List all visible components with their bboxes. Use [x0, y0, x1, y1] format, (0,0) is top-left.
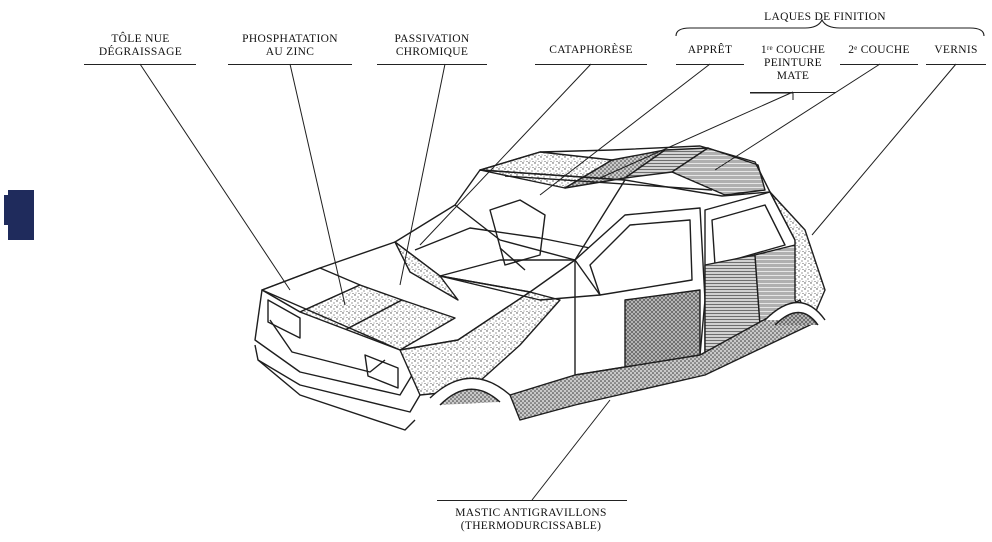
roof-outline — [479, 145, 771, 197]
leader-phosphatation — [289, 63, 346, 306]
leader-mastic — [531, 399, 611, 501]
leader-tole — [139, 63, 291, 291]
leader-passivation — [399, 63, 446, 286]
label-mastic-antigravillons: MASTIC ANTIGRAVILLONS(THERMODURCISSABLE) — [455, 507, 607, 532]
leader-vernis — [811, 63, 957, 236]
front-door-window — [589, 219, 693, 296]
leader-lines — [139, 63, 957, 501]
leader-deuxieme-couche — [714, 63, 881, 171]
headlight-right — [364, 354, 399, 389]
wheel-arch-front — [429, 377, 511, 399]
label-vernis: VERNIS — [934, 44, 978, 56]
bumper-lower — [257, 359, 416, 431]
leader-premiere-couche — [599, 91, 794, 179]
roof-zone-couche2-vernis — [671, 147, 766, 196]
interior-floor — [439, 259, 601, 301]
label-laques-de-finition: LAQUES DE FINITION — [764, 11, 886, 23]
fender-cataphorese — [399, 291, 561, 396]
steering-column — [499, 247, 526, 271]
hood-zone-passivation-strip — [394, 241, 459, 301]
label-deuxieme-couche: 2ᵉ COUCHE — [848, 44, 910, 56]
label-appret: APPRÊT — [687, 44, 733, 56]
laques-brace — [675, 18, 985, 37]
roof-rail — [504, 175, 713, 191]
a-pillar — [454, 204, 576, 261]
leader-cataphorese — [419, 63, 592, 246]
front-grille — [269, 319, 386, 373]
seat-back — [489, 199, 546, 266]
rear-window — [711, 204, 786, 266]
dashboard — [414, 227, 601, 251]
label-cataphorese: CATAPHORÈSE — [549, 44, 633, 56]
wheel-arch-rear-inner — [774, 311, 819, 326]
front-bumper — [254, 344, 421, 413]
headlight-left — [267, 299, 301, 339]
car-body-group — [254, 145, 826, 431]
leader-appret — [539, 63, 711, 196]
couche1-brace — [750, 92, 794, 100]
rule-mastic — [437, 500, 627, 501]
wheel-arch-rear — [764, 301, 826, 321]
binder-tab-mark — [4, 190, 34, 240]
rule-passivation — [377, 64, 487, 65]
wheel-arch-front-inner — [439, 388, 501, 406]
